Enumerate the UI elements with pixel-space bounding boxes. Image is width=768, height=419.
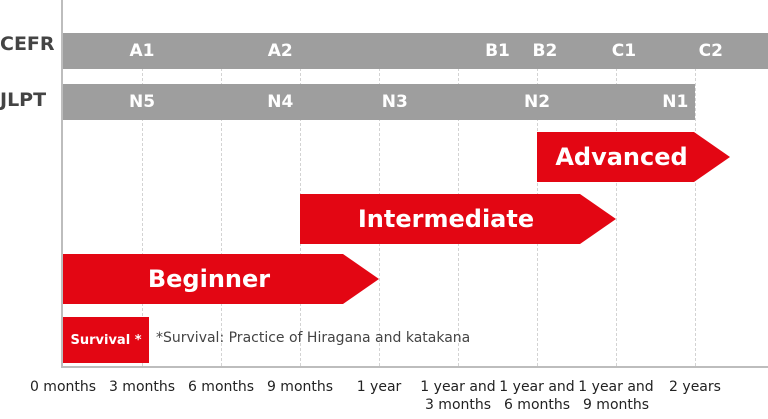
survival-badge: Survival *: [63, 317, 149, 363]
timeline-tick: 9 months: [266, 379, 334, 395]
vertical-axis: [61, 0, 63, 368]
cefr-level-c2: C2: [698, 41, 723, 61]
jlpt-level-n2: N2: [523, 92, 551, 112]
cefr-level-c1: C1: [611, 41, 637, 61]
stage-arrow-intermediate: Intermediate: [300, 194, 616, 244]
gridline: [616, 38, 617, 366]
timeline-tick: 1 year and 3 months: [420, 379, 496, 413]
timeline-tick: 6 months: [187, 379, 255, 395]
jlpt-row-label: JLPT: [0, 89, 47, 111]
timeline-tick: 1 year and 6 months: [499, 379, 575, 413]
survival-note: *Survival: Practice of Hiragana and kata…: [156, 330, 471, 346]
gridline: [695, 38, 696, 366]
timeline-tick: 1 year and 9 months: [578, 379, 654, 413]
stage-arrow-beginner: Beginner: [63, 254, 379, 304]
timeline-tick: 0 months: [29, 379, 97, 395]
cefr-level-b1: B1: [485, 41, 510, 61]
cefr-level-a2: A2: [267, 41, 293, 61]
gridline: [221, 38, 222, 366]
jlpt-level-n3: N3: [381, 92, 408, 112]
timeline-tick: 2 years: [669, 379, 721, 395]
cefr-bar: [63, 33, 768, 69]
timeline-tick: 3 months: [108, 379, 176, 395]
timeline-tick: 1 year: [356, 379, 402, 395]
cefr-row-label: CEFR: [0, 33, 55, 55]
stage-arrow-advanced: Advanced: [537, 132, 730, 182]
cefr-level-b2: B2: [532, 41, 558, 61]
jlpt-level-n5: N5: [128, 92, 156, 112]
cefr-level-a1: A1: [129, 41, 155, 61]
jlpt-level-n4: N4: [267, 92, 294, 112]
jlpt-level-n1: N1: [662, 92, 689, 112]
horizontal-axis: [61, 366, 768, 368]
gridline: [142, 38, 143, 366]
jlpt-bar: [63, 84, 695, 120]
